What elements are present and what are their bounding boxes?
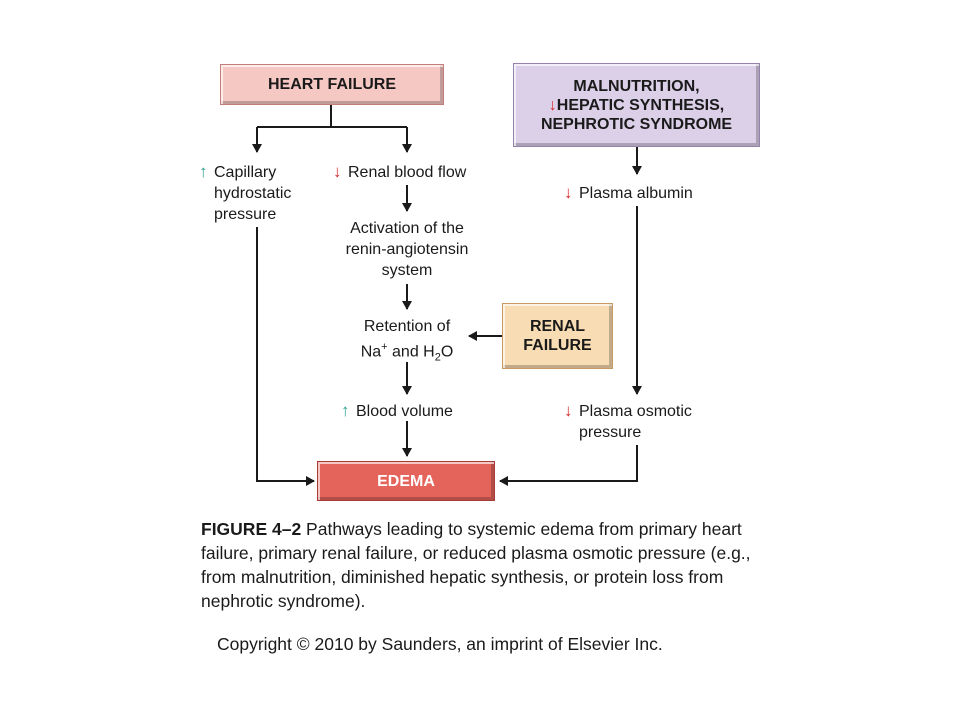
increase-arrow-icon: ↑ bbox=[341, 401, 350, 420]
capillary-label-line2: hydrostatic bbox=[214, 185, 292, 202]
heart-failure-label: HEART FAILURE bbox=[268, 76, 396, 93]
malnutrition-box: MALNUTRITION, ↓HEPATIC SYNTHESIS, NEPHRO… bbox=[513, 63, 760, 147]
arrow-plasma-osmotic-to-edema bbox=[499, 445, 638, 486]
decrease-arrow-icon: ↓ bbox=[564, 401, 573, 420]
retention-label-line2: Na+ and H2O bbox=[360, 341, 454, 364]
arrow-capillary-to-edema bbox=[256, 227, 315, 486]
increase-arrow-icon: ↑ bbox=[199, 162, 208, 181]
edema-label: EDEMA bbox=[377, 472, 435, 490]
decrease-arrow-icon: ↓ bbox=[333, 162, 342, 181]
caption-text: Pathways leading to systemic edema from … bbox=[201, 519, 751, 611]
edema-box: EDEMA bbox=[317, 461, 495, 501]
decrease-arrow-icon: ↓ bbox=[564, 183, 573, 202]
blood-volume-label: Blood volume bbox=[356, 403, 453, 420]
copyright-notice: Copyright © 2010 by Saunders, an imprint… bbox=[217, 634, 663, 654]
malnutrition-label: MALNUTRITION, bbox=[573, 77, 700, 95]
nephrotic-syndrome-label: NEPHROTIC SYNDROME bbox=[540, 115, 733, 133]
renal-blood-flow-node: ↓ Renal blood flow bbox=[333, 161, 466, 183]
raas-node: Activation of the renin-angiotensin syst… bbox=[327, 218, 487, 281]
blood-volume-node: ↑ Blood volume bbox=[341, 400, 453, 422]
hepatic-synthesis-line: ↓HEPATIC SYNTHESIS, bbox=[549, 96, 724, 115]
capillary-label-line1: Capillary bbox=[214, 164, 277, 181]
raas-label-line2: renin-angiotensin bbox=[345, 241, 469, 258]
plasma-albumin-label: Plasma albumin bbox=[579, 185, 693, 202]
capillary-node: ↑ Capillary hydrostatic pressure bbox=[199, 161, 291, 225]
raas-label-line1: Activation of the bbox=[350, 220, 464, 237]
plasma-osmotic-label-line2: pressure bbox=[579, 424, 642, 441]
plasma-osmotic-label-line1: Plasma osmotic bbox=[579, 403, 692, 420]
raas-label-line3: system bbox=[381, 262, 433, 279]
renal-failure-label-line2: FAILURE bbox=[523, 337, 592, 354]
hepatic-synthesis-label: HEPATIC SYNTHESIS, bbox=[556, 96, 725, 114]
heart-failure-box: HEART FAILURE bbox=[220, 64, 444, 105]
decrease-arrow-icon: ↓ bbox=[548, 96, 557, 114]
renal-failure-box: RENAL FAILURE bbox=[502, 303, 613, 369]
figure-caption: FIGURE 4–2 Pathways leading to systemic … bbox=[201, 517, 781, 613]
capillary-label-line3: pressure bbox=[214, 206, 277, 223]
figure-number: FIGURE 4–2 bbox=[201, 519, 302, 539]
plasma-osmotic-node: ↓ Plasma osmotic pressure bbox=[564, 400, 692, 443]
plasma-albumin-node: ↓ Plasma albumin bbox=[564, 182, 693, 204]
renal-failure-label-line1: RENAL bbox=[529, 318, 586, 335]
renal-blood-flow-label: Renal blood flow bbox=[348, 164, 467, 181]
retention-node: Retention of Na+ and H2O bbox=[337, 316, 477, 369]
retention-label-line1: Retention of bbox=[363, 318, 451, 335]
